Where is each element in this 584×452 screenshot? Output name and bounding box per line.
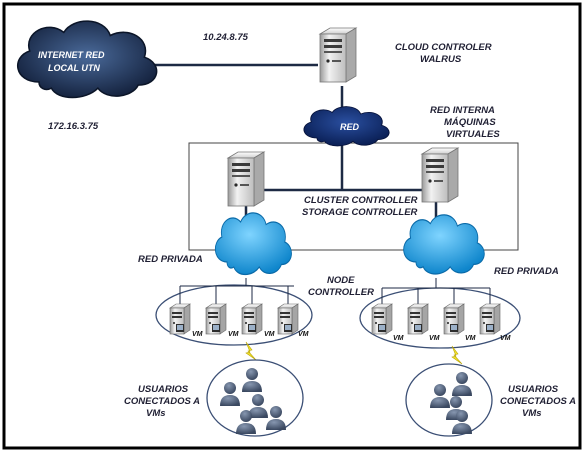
conectados-left-label: CONECTADOS A — [124, 396, 200, 407]
usuarios-right-label: USUARIOS — [508, 384, 559, 395]
red-label: RED — [340, 122, 360, 132]
user-icon — [266, 406, 286, 430]
user-icon — [220, 382, 240, 406]
vm-label: VM — [465, 335, 476, 342]
vm-server-icon — [443, 303, 465, 335]
private-cloud-left-icon — [214, 212, 293, 276]
cloud-controller-label: CLOUD CONTROLER — [395, 42, 492, 53]
node-group-left — [155, 284, 313, 346]
internet-label: INTERNET RED — [38, 50, 105, 60]
public-ip-label: 10.24.8.75 — [203, 32, 249, 43]
internal-network-box — [188, 142, 519, 251]
user-icon — [430, 384, 450, 408]
users-group-right — [405, 363, 493, 437]
vm-server-icon — [277, 303, 299, 335]
cloud-controller-server-icon — [319, 27, 357, 83]
node-label: NODE — [327, 275, 355, 286]
vm-server-icon — [169, 303, 191, 335]
controller-label: CONTROLLER — [308, 287, 374, 298]
vm-label: VM — [192, 331, 203, 338]
cluster-controller-label: CLUSTER CONTROLLER — [304, 195, 418, 206]
vm-label: VM — [393, 335, 404, 342]
red-interna-label: RED INTERNA — [430, 105, 495, 116]
lightning-icon — [451, 345, 463, 365]
cluster-server-left-icon — [227, 151, 265, 207]
vm-server-icon — [241, 303, 263, 335]
cluster-server-right-icon — [421, 147, 459, 203]
vm-label: VM — [429, 335, 440, 342]
local-ip-label: 172.16.3.75 — [48, 121, 99, 132]
vm-server-icon — [479, 303, 501, 335]
walrus-label: WALRUS — [420, 54, 462, 65]
vm-label: VM — [500, 335, 511, 342]
users-group-left — [206, 359, 304, 437]
vm-server-icon — [371, 303, 393, 335]
red-privada-left-label: RED PRIVADA — [138, 254, 203, 265]
vm-label: VM — [298, 331, 309, 338]
storage-controller-label: STORAGE CONTROLLER — [302, 207, 418, 218]
vm-server-icon — [407, 303, 429, 335]
user-icon — [452, 372, 472, 396]
vms-right-label: VMs — [522, 408, 542, 419]
internet-label-2: LOCAL UTN — [48, 63, 100, 73]
vm-server-icon — [205, 303, 227, 335]
user-icon — [242, 368, 262, 392]
vm-label: VM — [228, 331, 239, 338]
private-cloud-right-icon — [403, 214, 485, 275]
virtuales-label: VIRTUALES — [446, 129, 500, 140]
vm-label: VM — [264, 331, 275, 338]
conectados-right-label: CONECTADOS A — [500, 396, 576, 407]
usuarios-left-label: USUARIOS — [138, 384, 189, 395]
vms-left-label: VMs — [146, 408, 166, 419]
maquinas-label: MÁQUINAS — [444, 117, 496, 128]
red-privada-right-label: RED PRIVADA — [494, 266, 559, 277]
